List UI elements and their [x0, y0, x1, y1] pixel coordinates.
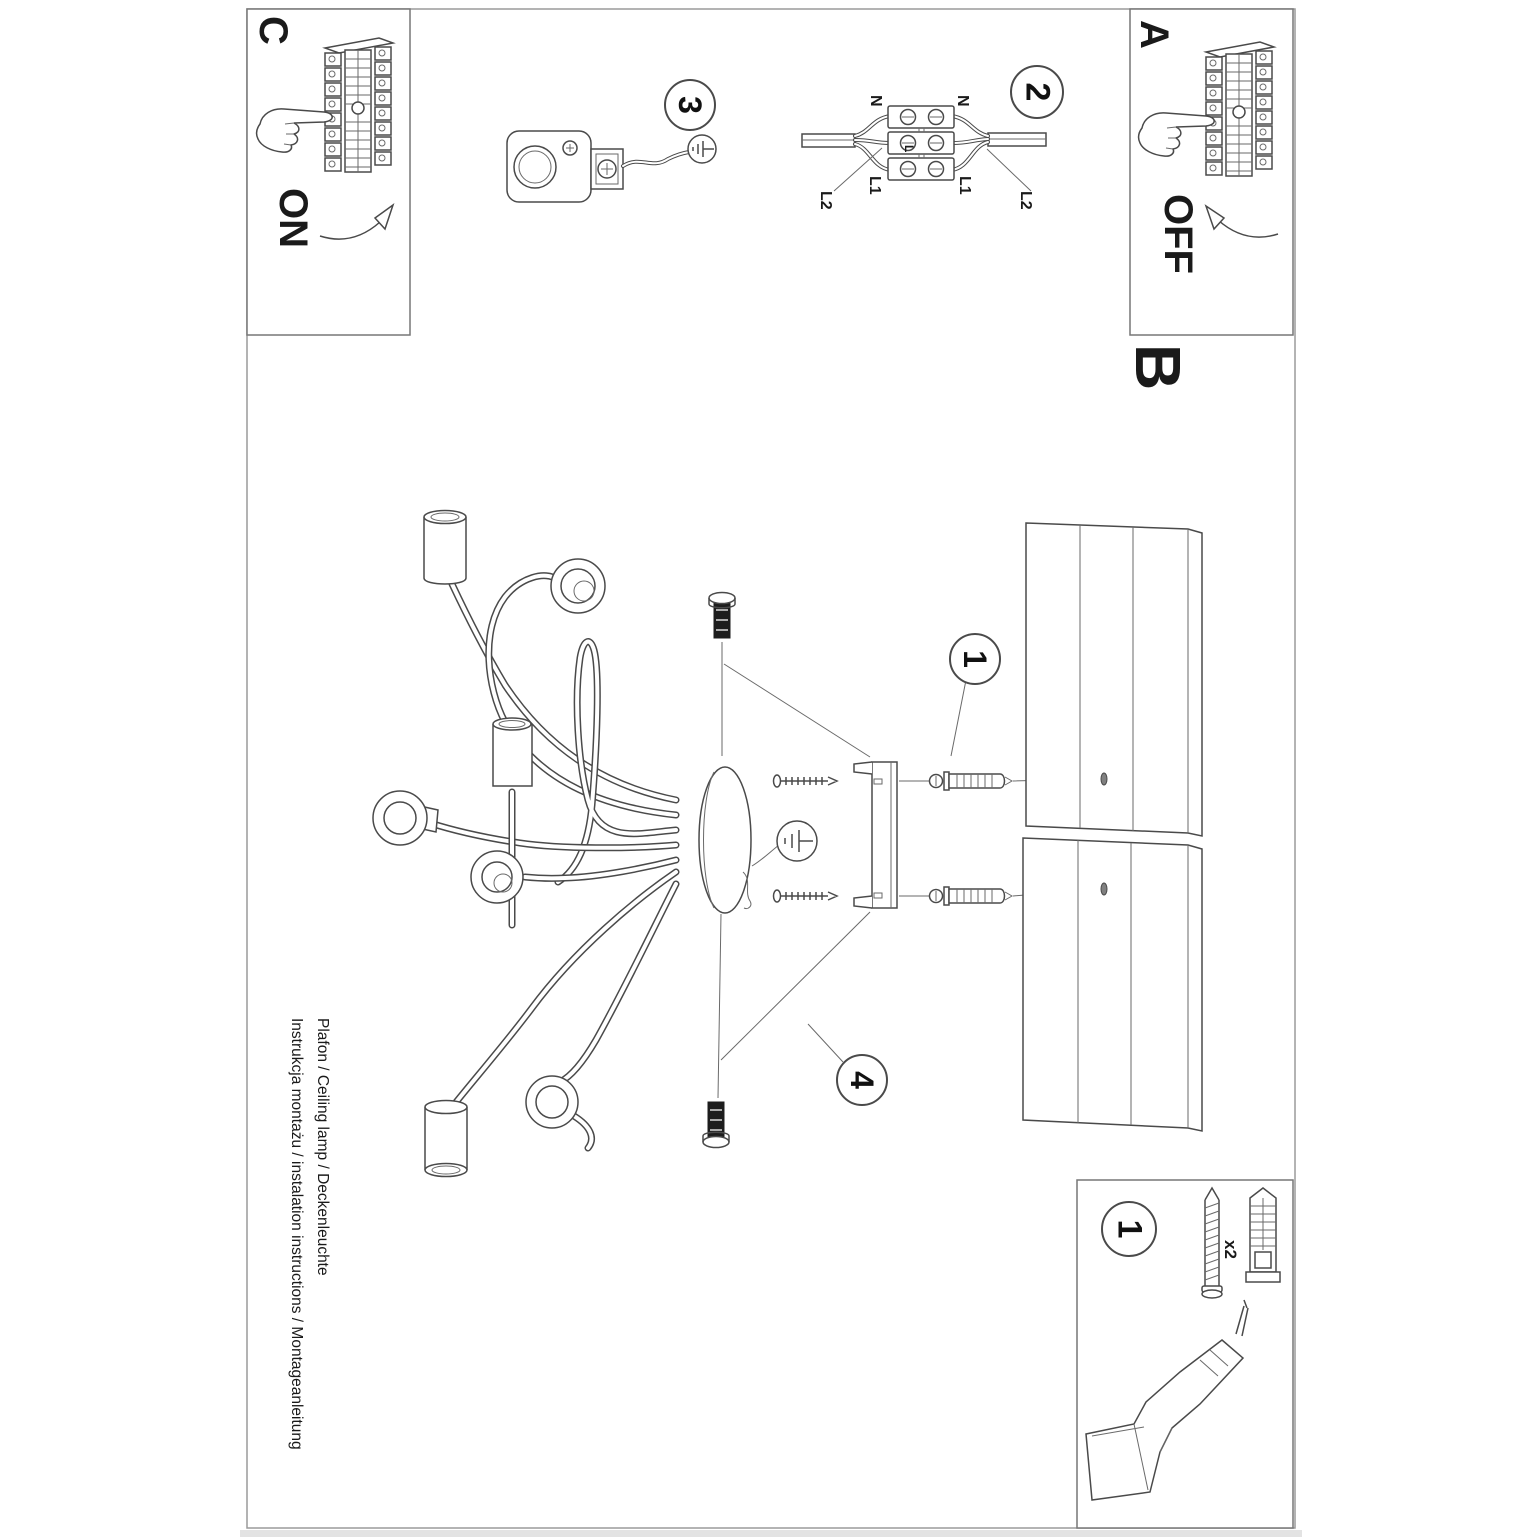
power-off-label: OFF — [1156, 194, 1200, 274]
bottom-scan-shadow — [240, 1530, 1302, 1537]
wall-panels — [1022, 522, 1203, 1132]
breaker-panel-icon — [324, 37, 394, 173]
section-box-a — [1129, 8, 1294, 336]
ground-symbol-icon — [687, 134, 717, 164]
rotate-arrow-icon — [319, 203, 395, 240]
step1-badge: 1 — [949, 633, 1001, 685]
section-label-a: A — [1132, 20, 1176, 49]
wiring-label-line1-left: L1 — [866, 176, 883, 195]
wiring-label-neutral-right: N — [954, 95, 971, 107]
breaker-panel-icon — [1205, 41, 1275, 177]
canopy-fixing-screws — [702, 591, 736, 1149]
anchor-icon — [1245, 1187, 1281, 1283]
power-on-label: ON — [271, 188, 315, 248]
step1-box-badge: 1 — [1101, 1201, 1157, 1257]
section-label-c: C — [251, 16, 295, 45]
step2-badge: 2 — [1010, 65, 1064, 119]
mounting-bracket — [853, 761, 898, 909]
lamp-exploded-drawing — [372, 509, 1203, 1178]
step4-badge: 4 — [836, 1054, 888, 1106]
wiring-diagram — [801, 105, 1047, 192]
footer-line1: Instrukcja montażu / instalation instruc… — [288, 1018, 305, 1450]
wiring-label-l: L — [902, 145, 916, 153]
section-box-c — [246, 8, 411, 336]
rotate-arrow-icon — [1204, 204, 1279, 238]
wiring-label-line2-left: L2 — [817, 191, 834, 210]
step3-badge: 3 — [664, 79, 716, 131]
quantity-label: x2 — [1221, 1240, 1240, 1259]
wiring-label-line1-right: L1 — [956, 176, 973, 195]
screw-icon — [1201, 1186, 1223, 1299]
wiring-label-neutral-left: N — [867, 95, 884, 107]
mounting-screws — [772, 774, 839, 903]
canopy — [698, 766, 752, 914]
wiring-label-line2-right: L2 — [1017, 191, 1034, 210]
wall-anchors — [899, 771, 1099, 906]
drill-icon — [1085, 1299, 1249, 1501]
ground-symbol-main — [776, 820, 818, 862]
lamp-holder-icon — [506, 130, 691, 203]
parts-box — [1076, 1179, 1294, 1529]
section-label-b: B — [1122, 344, 1194, 391]
footer-line2: Plafon / Ceiling lamp / Deckenleuchte — [314, 1018, 331, 1276]
